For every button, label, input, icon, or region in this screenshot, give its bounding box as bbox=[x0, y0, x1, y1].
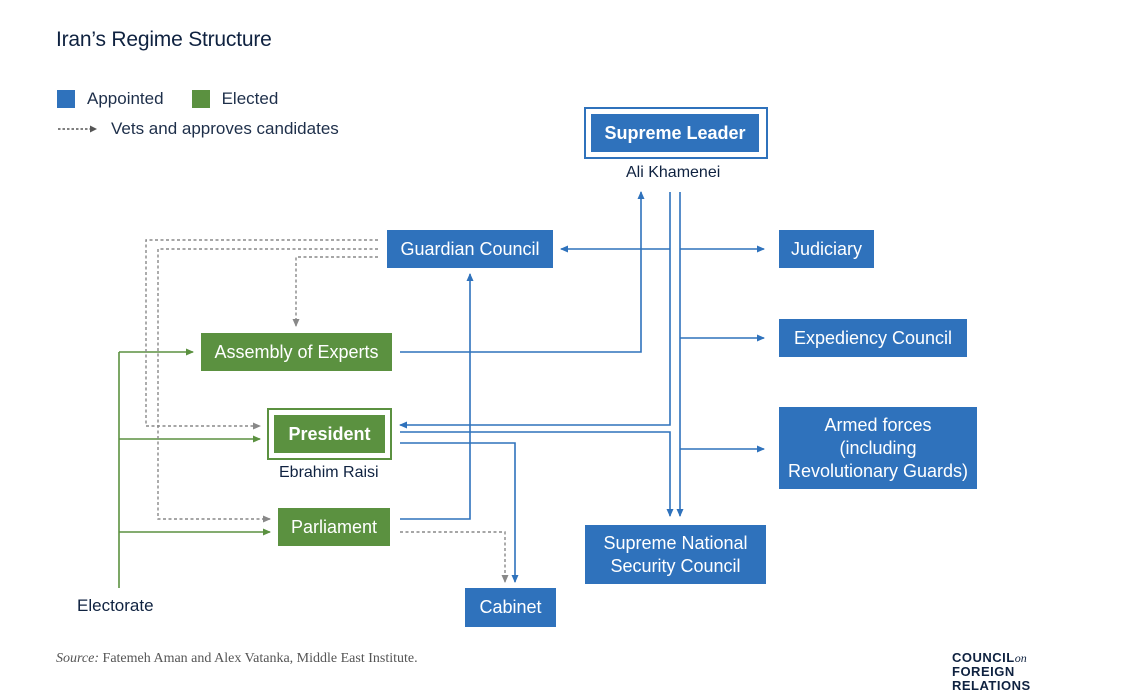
guardian-council-label: Guardian Council bbox=[400, 238, 540, 259]
cabinet-label: Cabinet bbox=[479, 597, 542, 617]
elected-swatch bbox=[191, 90, 210, 108]
president-person: Ebrahim Raisi bbox=[279, 464, 379, 481]
legend-vets-label: Vets and approves candidates bbox=[111, 119, 339, 138]
supreme-leader-frame bbox=[584, 107, 768, 159]
legend-appointed-label: Appointed bbox=[87, 89, 164, 108]
snsc-line1: Supreme National bbox=[603, 532, 748, 553]
electorate-label: Electorate bbox=[77, 596, 154, 615]
parliament-label: Parliament bbox=[290, 516, 378, 537]
source-note: Source: Fatemeh Aman and Alex Vatanka, M… bbox=[56, 651, 418, 667]
dotted-arrow-icon bbox=[58, 125, 97, 133]
president-label: President bbox=[288, 423, 371, 444]
expediency-council-box: Expediency Council bbox=[779, 319, 967, 357]
legend-vets: Vets and approves candidates bbox=[57, 119, 339, 139]
judiciary-box: Judiciary bbox=[779, 230, 874, 268]
logo-line3: RELATIONS bbox=[952, 678, 1031, 693]
cfr-logo: COUNCILon FOREIGN RELATIONS bbox=[952, 651, 1031, 693]
snsc-box: Supreme National Security Council bbox=[585, 525, 766, 584]
armed-forces-line2: (including bbox=[839, 437, 917, 458]
page-title: Iran’s Regime Structure bbox=[56, 28, 272, 51]
judiciary-label: Judiciary bbox=[790, 238, 863, 259]
supreme-leader-box: Supreme Leader bbox=[591, 114, 759, 152]
guardian-council-box: Guardian Council bbox=[387, 230, 553, 268]
assembly-of-experts-label: Assembly of Experts bbox=[214, 341, 379, 362]
armed-forces-box: Armed forces (including Revolutionary Gu… bbox=[779, 407, 977, 489]
president-box: President bbox=[274, 415, 385, 453]
legend: Appointed Elected bbox=[57, 89, 306, 109]
source-prefix: Source: bbox=[56, 651, 100, 666]
legend-elected-label: Elected bbox=[221, 89, 279, 108]
logo-on: on bbox=[1014, 651, 1027, 665]
cabinet-box: Cabinet bbox=[465, 588, 556, 627]
parliament-box: Parliament bbox=[278, 508, 390, 546]
logo-line2: FOREIGN bbox=[952, 664, 1015, 679]
source-text: Fatemeh Aman and Alex Vatanka, Middle Ea… bbox=[102, 651, 418, 666]
appointed-swatch bbox=[57, 90, 75, 108]
armed-forces-line1: Armed forces bbox=[824, 414, 932, 435]
expediency-council-label: Expediency Council bbox=[793, 327, 953, 348]
supreme-leader-label: Supreme Leader bbox=[604, 122, 746, 143]
president-frame bbox=[267, 408, 392, 460]
assembly-of-experts-box: Assembly of Experts bbox=[201, 333, 392, 371]
logo-line1: COUNCIL bbox=[952, 650, 1015, 665]
armed-forces-line3: Revolutionary Guards) bbox=[787, 460, 969, 481]
supreme-leader-person: Ali Khamenei bbox=[626, 164, 721, 181]
snsc-line2: Security Council bbox=[610, 555, 741, 576]
